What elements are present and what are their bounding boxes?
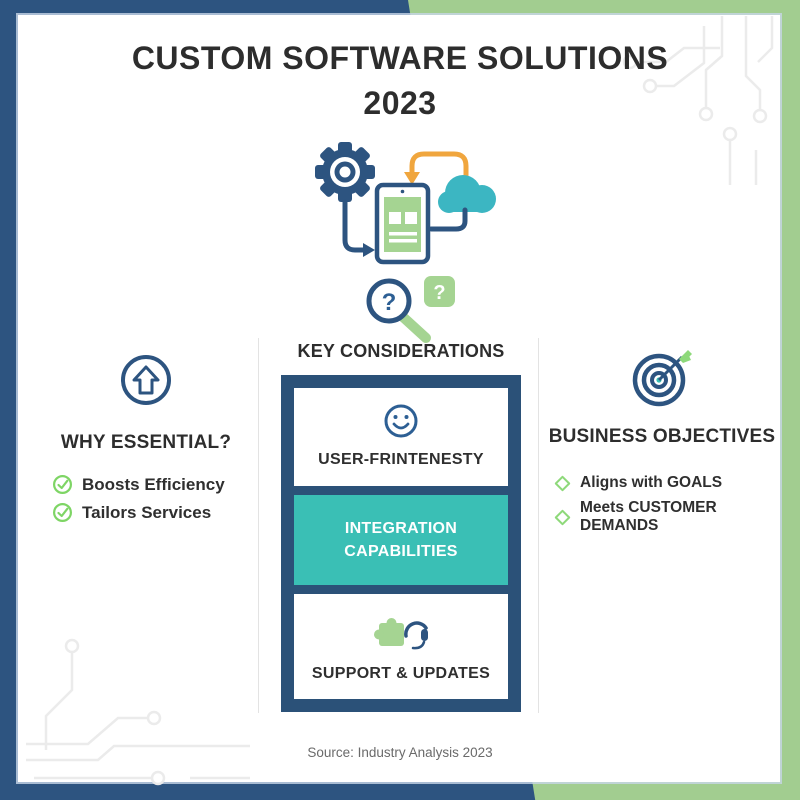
key-considerations-stack: USER-FRINTENESTY INTEGRATION CAPABILITIE… — [281, 375, 521, 712]
target-dart-icon — [632, 350, 692, 407]
page-title-line1: CUSTOM SOFTWARE SOLUTIONS — [131, 40, 669, 76]
list-item-label: Boosts Efficiency — [82, 474, 225, 494]
why-essential-title: WHY ESSENTIAL? — [60, 432, 232, 453]
check-circle-icon — [53, 503, 72, 522]
check-circle-icon — [53, 475, 72, 494]
business-objectives-title: BUSINESS OBJECTIVES — [548, 426, 776, 447]
why-essential-column: WHY ESSENTIAL? Boosts Efficiency Tailors… — [36, 352, 256, 523]
list-item: Aligns with GOALS — [554, 474, 780, 492]
list-item-label: Aligns with GOALS — [580, 474, 723, 491]
smiley-icon — [384, 404, 418, 438]
consideration-label: USER-FRINTENESTY — [318, 451, 484, 469]
list-item: Boosts Efficiency — [52, 474, 225, 495]
page-title-line2: 2023 — [363, 85, 437, 122]
why-essential-list: Boosts Efficiency Tailors Services — [36, 474, 225, 523]
business-objectives-column: BUSINESS OBJECTIVES Aligns with GOALS Me… — [544, 346, 780, 535]
list-item-label: Meets CUSTOMER DEMANDS — [580, 499, 717, 534]
list-item: Meets CUSTOMER DEMANDS — [554, 499, 780, 535]
page-title: CUSTOM SOFTWARE SOLUTIONS 2023 — [0, 36, 800, 127]
column-divider-left — [258, 338, 259, 713]
key-considerations-title: KEY CONSIDERATIONS — [297, 341, 505, 361]
column-divider-right — [538, 338, 539, 713]
consideration-label: SUPPORT & UPDATES — [311, 664, 491, 682]
consideration-label: INTEGRATION CAPABILITIES — [344, 519, 458, 560]
consideration-card-support: SUPPORT & UPDATES — [294, 594, 508, 699]
up-arrow-circle-icon — [121, 355, 171, 405]
list-item: Tailors Services — [52, 502, 225, 523]
consideration-card-user-friendliness: USER-FRINTENESTY — [294, 388, 508, 486]
consideration-card-integration: INTEGRATION CAPABILITIES — [294, 495, 508, 585]
diamond-icon — [554, 509, 571, 525]
source-footnote: Source: Industry Analysis 2023 — [307, 745, 493, 760]
puzzle-headset-icon — [374, 617, 428, 650]
list-item-label: Tailors Services — [82, 502, 212, 522]
business-objectives-list: Aligns with GOALS Meets CUSTOMER DEMANDS — [544, 474, 780, 535]
diamond-icon — [554, 475, 571, 491]
